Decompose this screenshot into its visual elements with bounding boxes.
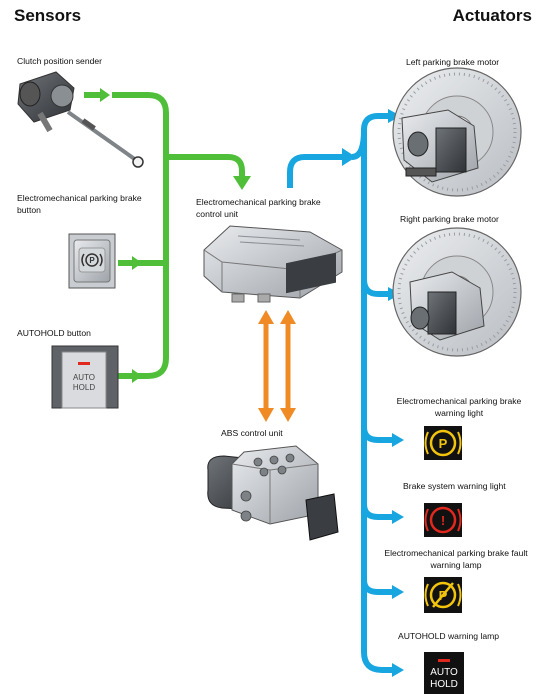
epb-warning-branch: [361, 426, 392, 443]
epb-button-label-line2: button: [17, 205, 41, 215]
autohold-lamp-text-hold: HOLD: [430, 679, 458, 690]
circled-p-icon: P: [424, 429, 462, 457]
autohold-warning-lamp-label: AUTOHOLD warning lamp: [398, 631, 500, 641]
epb-button-label-line1: Electromechanical parking brake: [17, 193, 142, 203]
ecu-to-actuators-line: [287, 154, 342, 188]
right-motor-branch: [361, 278, 388, 297]
epb-fault-lamp-label-line1: Electromechanical parking brake fault: [384, 548, 528, 558]
epb-control-unit-label-line2: control unit: [196, 209, 239, 219]
autohold-button-image: AUTO HOLD: [51, 345, 119, 409]
epb-fault-warning-lamp-image: P: [424, 577, 462, 613]
epb-fault-branch: [361, 579, 392, 595]
actuator-bus-line: [361, 130, 392, 673]
epb-button-image: P: [68, 233, 116, 289]
sensor-arrows: [84, 92, 245, 379]
abs-control-unit-image: [207, 445, 339, 541]
sensor-arrowheads: [100, 88, 251, 383]
epb-warning-light-label-line2: warning light: [434, 408, 484, 418]
circled-exclamation-icon: !: [424, 506, 462, 534]
svg-text:P: P: [439, 436, 448, 451]
sensor-bus-line: [112, 92, 169, 379]
autohold-button-text-auto: AUTO: [73, 373, 95, 382]
brake-warning-branch: [361, 503, 392, 520]
autohold-warning-lamp-image: AUTO HOLD: [424, 652, 464, 694]
sensors-heading: Sensors: [14, 6, 82, 25]
left-parking-brake-motor-label: Left parking brake motor: [406, 57, 500, 67]
abs-control-unit-label: ABS control unit: [221, 428, 283, 438]
autohold-lamp-text-auto: AUTO: [430, 667, 458, 678]
crossed-p-icon: P: [424, 581, 462, 609]
parking-brake-symbol-icon: [81, 253, 103, 267]
right-parking-brake-motor-image: [392, 227, 522, 357]
right-parking-brake-motor-label: Right parking brake motor: [400, 214, 499, 224]
actuator-arrows: [287, 113, 392, 673]
epb-warning-light-label-line1: Electromechanical parking brake: [396, 396, 522, 406]
brake-system-warning-light-label: Brake system warning light: [403, 481, 506, 491]
clutch-position-sender-image: [17, 71, 144, 168]
autohold-button-text-hold: HOLD: [73, 383, 95, 392]
left-parking-brake-motor-image: [392, 67, 522, 197]
autohold-button-label: AUTOHOLD button: [17, 328, 91, 338]
epb-warning-light-image: P: [424, 426, 462, 460]
epb-control-unit-label-line1: Electromechanical parking brake: [196, 197, 321, 207]
brake-system-warning-light-image: !: [424, 503, 462, 537]
sensor-to-ecu-line: [166, 154, 245, 176]
svg-text:P: P: [89, 256, 95, 265]
actuators-heading: Actuators: [452, 6, 532, 25]
can-bus-arrows: [258, 310, 296, 422]
left-motor-branch: [351, 113, 388, 160]
svg-text:!: !: [441, 513, 445, 528]
clutch-position-sender-label: Clutch position sender: [17, 56, 103, 66]
epb-fault-lamp-label-line2: warning lamp: [430, 560, 482, 570]
epb-control-unit-image: [203, 225, 343, 303]
